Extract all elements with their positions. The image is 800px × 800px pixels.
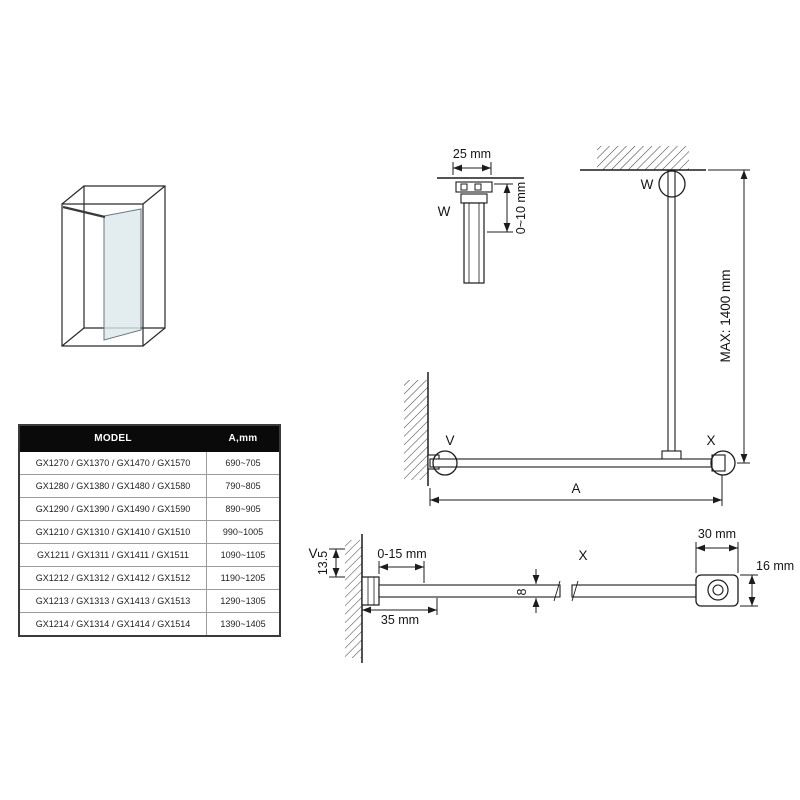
dim-label-8: 8 <box>515 588 529 595</box>
support-bar-section <box>463 202 485 284</box>
overview-label-x: X <box>706 433 715 448</box>
support-bar <box>667 169 676 453</box>
dim-label-30: 30 mm <box>698 527 736 541</box>
a-cell: 790~805 <box>206 474 281 498</box>
model-column-header: MODEL <box>18 424 207 452</box>
wall-hatch <box>345 540 362 658</box>
screw-head <box>460 183 468 191</box>
a-cell: 1390~1405 <box>206 612 281 637</box>
detail-w-label: W <box>438 204 451 219</box>
glass-top-edge <box>429 458 723 468</box>
detail-w-drawing <box>437 162 524 284</box>
frame-edge <box>61 185 85 205</box>
model-cell: GX1211 / GX1311 / GX1411 / GX1511 <box>18 543 207 567</box>
slider-plate <box>460 193 488 204</box>
a-cell: 1290~1305 <box>206 589 281 613</box>
wall-hatch <box>404 380 428 480</box>
frame-edge <box>142 327 166 347</box>
overview-label-w: W <box>641 177 654 192</box>
table-row: GX1270 / GX1370 / GX1470 / GX1570 690~70… <box>18 451 281 475</box>
table-header-row: MODEL A,mm <box>18 424 281 452</box>
a-column-header: A,mm <box>206 424 281 452</box>
detail-x-label: X <box>578 548 587 563</box>
screw-head <box>474 183 482 191</box>
installation-overview-drawing <box>404 146 750 506</box>
dim-label-25mm: 25 mm <box>453 147 491 161</box>
detail-circle-x <box>710 450 736 476</box>
model-cell: GX1214 / GX1314 / GX1414 / GX1514 <box>18 612 207 637</box>
wall-profile <box>361 576 380 606</box>
a-cell: 690~705 <box>206 451 281 475</box>
model-table: MODEL A,mm GX1270 / GX1370 / GX1470 / GX… <box>18 424 281 637</box>
a-cell: 990~1005 <box>206 520 281 544</box>
shower-isometric-view <box>61 185 166 347</box>
dim-label-13-5: 13.5 <box>316 551 330 575</box>
table-row: GX1212 / GX1312 / GX1412 / GX1512 1190~1… <box>18 566 281 590</box>
end-cap <box>711 454 726 472</box>
clamp-bracket <box>695 574 739 607</box>
ceiling-hatch <box>597 146 689 170</box>
table-row: GX1210 / GX1310 / GX1410 / GX1510 990~10… <box>18 520 281 544</box>
clamp-knob-inner <box>712 584 724 596</box>
dim-label-0-15: 0-15 mm <box>377 547 426 561</box>
model-cell: GX1270 / GX1370 / GX1470 / GX1570 <box>18 451 207 475</box>
model-cell: GX1212 / GX1312 / GX1412 / GX1512 <box>18 566 207 590</box>
a-cell: 1090~1105 <box>206 543 281 567</box>
model-cell: GX1280 / GX1380 / GX1480 / GX1580 <box>18 474 207 498</box>
detail-circle-v <box>432 450 458 476</box>
ceiling-plate <box>455 181 493 193</box>
model-cell: GX1290 / GX1390 / GX1490 / GX1590 <box>18 497 207 521</box>
clamp-knob-outer <box>707 579 729 601</box>
dim-label-a: A <box>571 481 580 496</box>
break-mark <box>571 580 579 602</box>
table-row: GX1213 / GX1313 / GX1413 / GX1513 1290~1… <box>18 589 281 613</box>
dim-label-0-10mm: 0~10 mm <box>514 182 528 234</box>
table-row: GX1290 / GX1390 / GX1490 / GX1590 890~90… <box>18 497 281 521</box>
support-bar-iso <box>62 205 106 219</box>
dim-label-max: MAX: 1400 mm <box>718 269 733 362</box>
model-cell: GX1213 / GX1313 / GX1413 / GX1513 <box>18 589 207 613</box>
frame-edge <box>142 185 166 205</box>
glass-section-left <box>378 584 561 598</box>
table-row: GX1211 / GX1311 / GX1411 / GX1511 1090~1… <box>18 543 281 567</box>
overview-label-v: V <box>445 433 454 448</box>
detail-v-label: V <box>308 546 317 561</box>
glass-section-right <box>571 584 697 598</box>
a-cell: 890~905 <box>206 497 281 521</box>
dim-label-35: 35 mm <box>381 613 419 627</box>
detail-circle-w <box>658 170 686 198</box>
glass-panel <box>103 208 142 341</box>
model-cell: GX1210 / GX1310 / GX1410 / GX1510 <box>18 520 207 544</box>
frame-edge <box>61 327 85 347</box>
table-row: GX1280 / GX1380 / GX1480 / GX1580 790~80… <box>18 474 281 498</box>
break-mark <box>553 580 561 602</box>
model-size-table-container: MODEL A,mm GX1270 / GX1370 / GX1470 / GX… <box>18 424 281 637</box>
profile-cross-section-drawing <box>329 534 758 663</box>
a-cell: 1190~1205 <box>206 566 281 590</box>
table-row: GX1214 / GX1314 / GX1414 / GX1514 1390~1… <box>18 612 281 637</box>
dim-label-16: 16 mm <box>756 559 794 573</box>
